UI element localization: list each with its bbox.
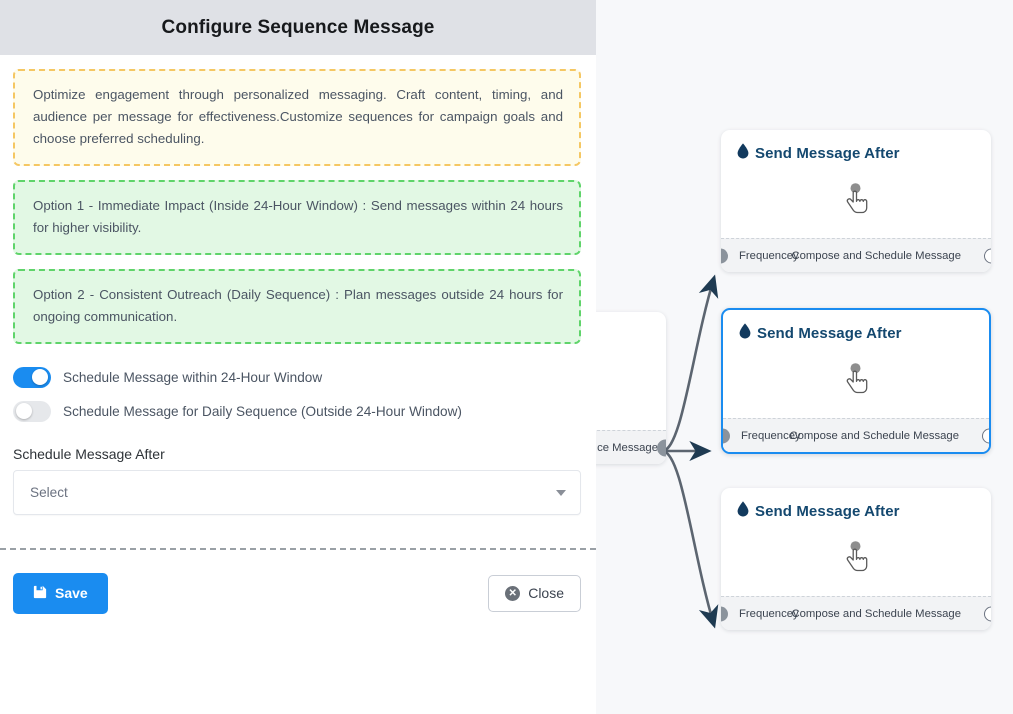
- node-footer-frequency-label: Frequencey: [741, 429, 801, 442]
- dialog-body: Optimize engagement through personalized…: [0, 55, 596, 515]
- node-footer-compose-label: Compose and Schedule Message: [791, 607, 961, 620]
- node-header: Send Message After: [723, 310, 989, 344]
- node-output-port[interactable]: [984, 248, 991, 263]
- close-circle-icon: ✕: [505, 585, 521, 601]
- node-header: Send Message After: [721, 488, 991, 522]
- info-note-option-1: Option 1 - Immediate Impact (Inside 24-H…: [13, 180, 581, 255]
- upstream-node-footer: ce Message: [596, 430, 666, 464]
- info-note-option-2: Option 2 - Consistent Outreach (Daily Se…: [13, 269, 581, 344]
- close-button-label: Close: [528, 585, 564, 601]
- flow-node-send-message-after-2[interactable]: Send Message After Frequencey Compose an…: [721, 308, 991, 454]
- node-title: Send Message After: [755, 145, 900, 162]
- toggle-label-daily-sequence: Schedule Message for Daily Sequence (Out…: [63, 403, 462, 419]
- node-output-port[interactable]: [982, 428, 989, 443]
- node-title: Send Message After: [755, 503, 900, 520]
- page-title: Configure Sequence Message: [161, 16, 435, 38]
- toggle-row-daily-sequence: Schedule Message for Daily Sequence (Out…: [13, 394, 581, 428]
- floppy-disk-icon: [33, 585, 47, 602]
- node-footer-frequency-label: Frequencey: [739, 249, 799, 262]
- node-footer: Frequencey Compose and Schedule Message: [721, 596, 991, 630]
- schedule-message-after-label: Schedule Message After: [13, 446, 165, 462]
- toggle-schedule-daily-sequence[interactable]: [13, 400, 51, 422]
- toggle-schedule-within-24h[interactable]: [13, 366, 51, 388]
- flow-node-send-message-after-3[interactable]: Send Message After Frequencey Compose an…: [721, 488, 991, 630]
- node-output-port[interactable]: [984, 606, 991, 621]
- hand-pointer-icon: [841, 540, 871, 579]
- close-button[interactable]: ✕ Close: [488, 574, 581, 612]
- save-button[interactable]: Save: [13, 572, 108, 614]
- node-input-port[interactable]: [721, 606, 728, 621]
- hand-pointer-icon: [841, 182, 871, 221]
- dialog-header: Configure Sequence Message: [0, 0, 596, 55]
- node-footer-compose-label: Compose and Schedule Message: [791, 249, 961, 262]
- node-input-port[interactable]: [721, 248, 728, 263]
- upstream-node-body: [596, 312, 666, 430]
- dialog-footer: Save ✕ Close: [0, 563, 596, 623]
- flow-node-send-message-after-1[interactable]: Send Message After Frequencey Compose an…: [721, 130, 991, 272]
- node-footer: Frequencey Compose and Schedule Message: [723, 418, 989, 452]
- select-value: Select: [30, 485, 68, 500]
- node-footer-compose-label: Compose and Schedule Message: [789, 429, 959, 442]
- node-input-port[interactable]: [723, 428, 730, 443]
- upstream-node-partial[interactable]: ce Message: [596, 312, 666, 464]
- toggle-row-within-24h: Schedule Message within 24-Hour Window: [13, 360, 581, 394]
- flow-canvas[interactable]: ce Message Send Message After: [596, 0, 1013, 714]
- node-body: [721, 522, 991, 596]
- toggle-knob: [32, 369, 48, 385]
- droplet-icon: [737, 143, 749, 164]
- footer-divider: [0, 548, 596, 550]
- schedule-message-after-select[interactable]: Select: [13, 470, 581, 515]
- upstream-node-output-port[interactable]: [657, 439, 666, 456]
- upstream-node-footer-label: ce Message: [597, 441, 658, 454]
- toggle-label-within-24h: Schedule Message within 24-Hour Window: [63, 369, 323, 385]
- info-note-intro: Optimize engagement through personalized…: [13, 69, 581, 166]
- node-footer: Frequencey Compose and Schedule Message: [721, 238, 991, 272]
- node-header: Send Message After: [721, 130, 991, 164]
- droplet-icon: [737, 501, 749, 522]
- configure-sequence-message-dialog: Configure Sequence Message Optimize enga…: [0, 0, 596, 623]
- droplet-icon: [739, 323, 751, 344]
- node-footer-frequency-label: Frequencey: [739, 607, 799, 620]
- node-title: Send Message After: [757, 325, 902, 342]
- save-button-label: Save: [55, 585, 88, 601]
- hand-pointer-icon: [841, 362, 871, 401]
- node-body: [723, 344, 989, 418]
- toggle-knob: [16, 403, 32, 419]
- node-body: [721, 164, 991, 238]
- chevron-down-icon: [556, 489, 566, 496]
